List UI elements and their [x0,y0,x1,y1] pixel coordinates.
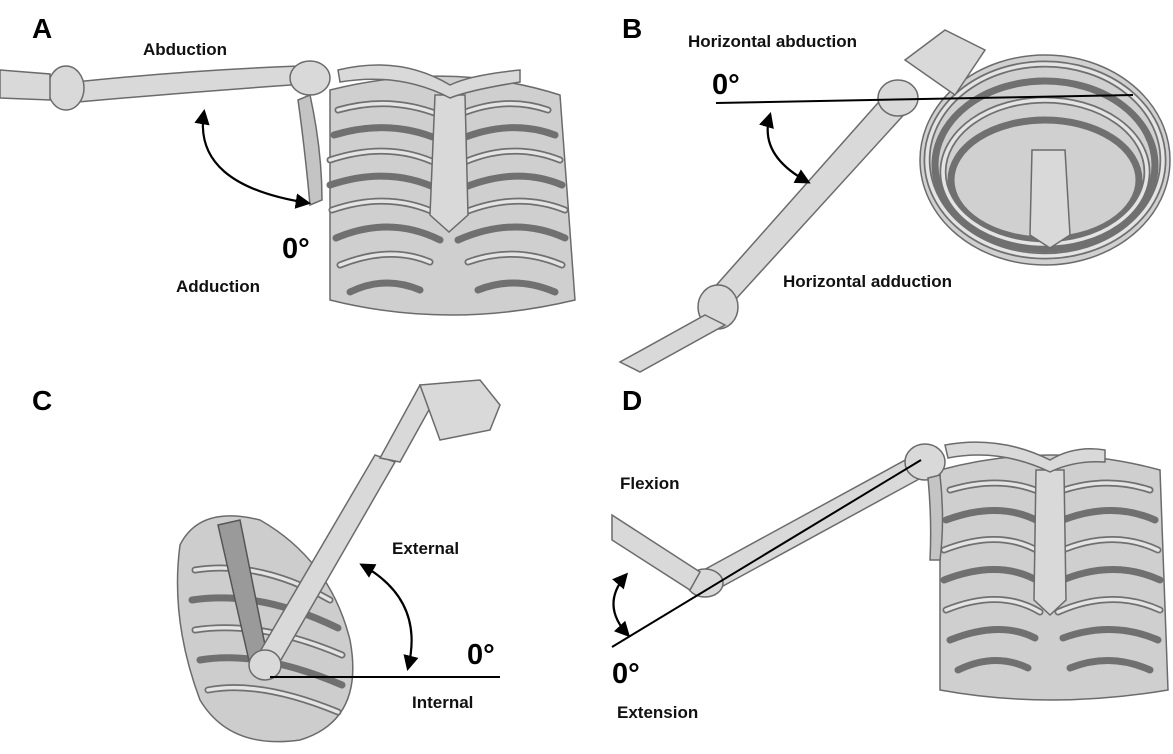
panel-a-arm [0,61,330,205]
panel-c-external-label: External [392,539,459,558]
panel-a-letter: A [32,13,52,44]
panel-c-letter: C [32,385,52,416]
panel-b-rib-cage [905,30,1170,265]
panel-b-horizontal-abduction-label: Horizontal abduction [688,32,857,51]
panel-b: B Horizontal abduction Horizontal adduct… [620,13,1170,372]
panel-a-motion-arrow [203,112,308,203]
panel-d: D Flexion Extension 0° [612,385,1168,722]
panel-c: C External Internal 0° [32,380,500,742]
panel-c-arm [249,380,500,680]
panel-d-flexion-label: Flexion [620,474,680,493]
panel-d-letter: D [622,385,642,416]
panel-a-adduction-label: Adduction [176,277,260,296]
panel-c-motion-arrow [362,565,412,668]
panel-b-horizontal-adduction-label: Horizontal adduction [783,272,952,291]
panel-d-motion-arrow [613,575,628,635]
panel-a-zero-degree-label: 0° [282,233,310,265]
panel-d-rib-cage [940,442,1168,700]
panel-d-arm [612,444,945,597]
panel-c-zero-degree-label: 0° [467,639,495,671]
panel-b-motion-arrow [768,115,808,182]
panel-d-zero-degree-label: 0° [612,658,640,690]
panel-b-letter: B [622,13,642,44]
panel-c-internal-label: Internal [412,693,473,712]
panel-a-rib-cage [330,65,575,315]
panel-a-abduction-label: Abduction [143,40,227,59]
panel-d-extension-label: Extension [617,703,698,722]
panel-a: A Abduction Adduction 0° [0,13,575,315]
panel-b-zero-degree-label: 0° [712,69,740,101]
